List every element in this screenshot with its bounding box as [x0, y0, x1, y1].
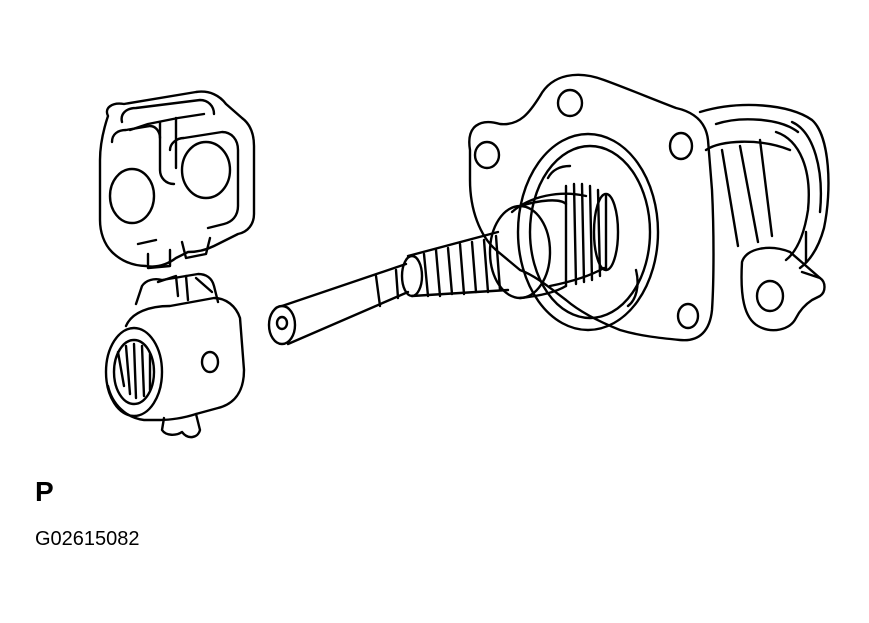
view-letter: P: [35, 476, 54, 507]
figure-code: G02615082: [35, 528, 140, 550]
shift-sleeve: [106, 274, 244, 437]
fork-clip: [100, 92, 254, 268]
output-shaft: [269, 184, 618, 344]
adapter-housing: [469, 75, 828, 340]
